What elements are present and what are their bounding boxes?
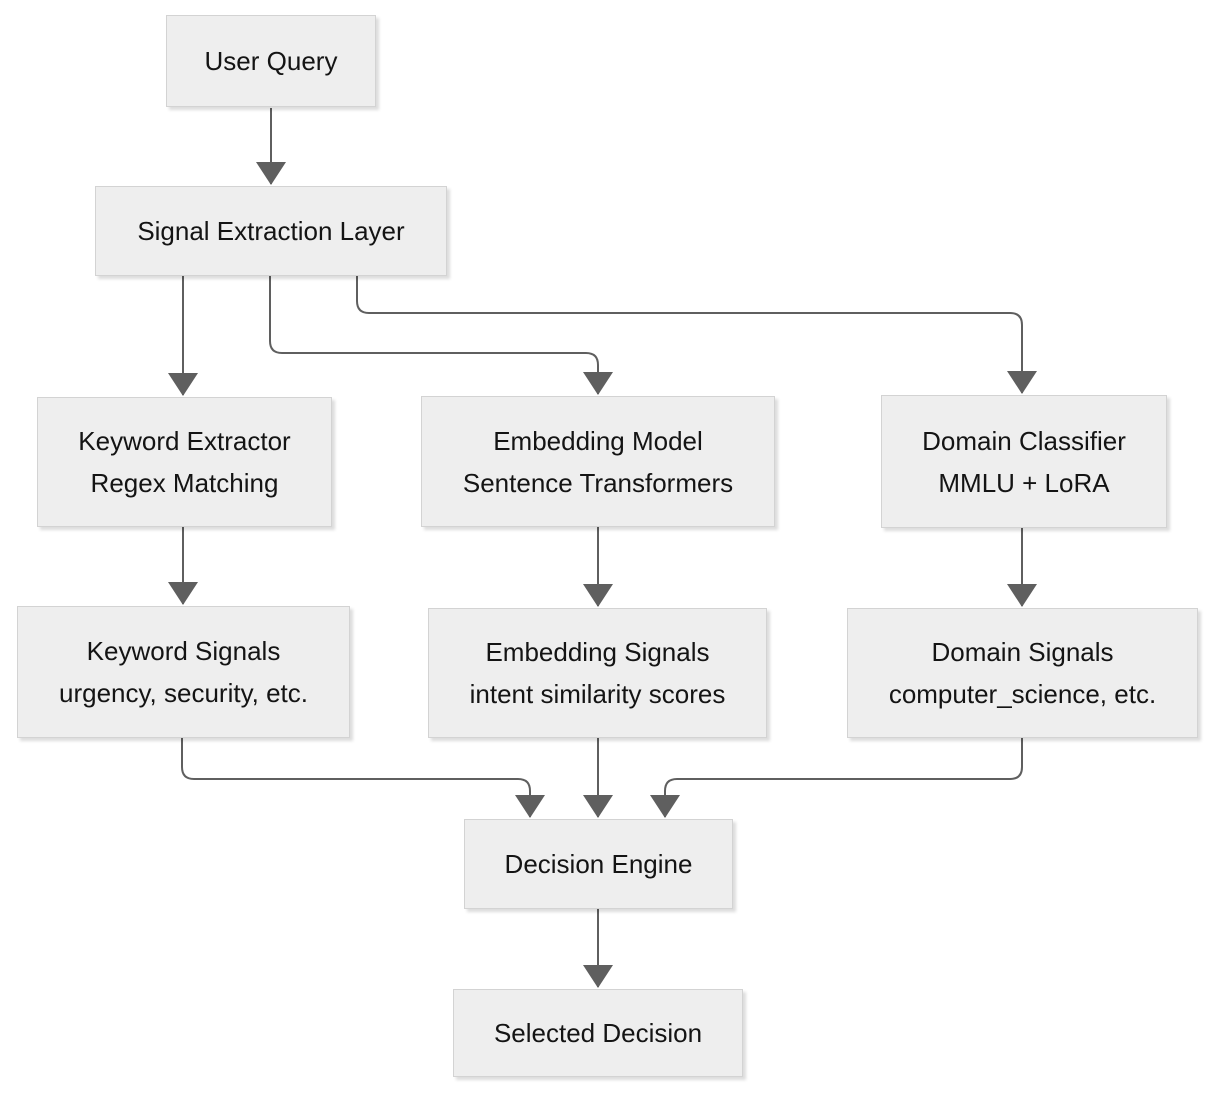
node-embedding-signals-subtitle: intent similarity scores (469, 679, 726, 709)
node-embedding-signals: Embedding Signals intent similarity scor… (428, 608, 767, 738)
node-keyword-signals-subtitle: urgency, security, etc. (58, 678, 309, 708)
node-signal-extraction-layer: Signal Extraction Layer (95, 186, 447, 276)
node-selected-decision: Selected Decision (453, 989, 743, 1077)
edge-signal-extraction-to-domain-classifier (356, 276, 1037, 394)
edge-domain-signals-to-decision-engine (650, 738, 1023, 818)
node-user-query: User Query (166, 15, 376, 107)
node-decision-engine-title: Decision Engine (504, 849, 693, 879)
node-keyword-extractor-title: Keyword Extractor (78, 426, 291, 456)
node-domain-signals-title: Domain Signals (931, 637, 1114, 667)
node-keyword-extractor: Keyword Extractor Regex Matching (37, 397, 332, 527)
edge-signal-extraction-to-embedding-model (269, 276, 613, 395)
node-selected-decision-title: Selected Decision (493, 1018, 703, 1048)
node-embedding-model-title: Embedding Model (493, 425, 703, 456)
node-domain-signals-subtitle: computer_science, etc. (888, 679, 1157, 709)
node-domain-classifier-title: Domain Classifier (922, 425, 1126, 456)
node-domain-classifier-subtitle: MMLU + LoRA (938, 467, 1110, 498)
node-domain-classifier: Domain Classifier MMLU + LoRA (881, 395, 1167, 528)
edge-keyword-signals-to-decision-engine (181, 738, 545, 818)
node-domain-signals: Domain Signals computer_science, etc. (847, 608, 1198, 738)
node-keyword-signals-title: Keyword Signals (86, 636, 281, 666)
node-embedding-model-subtitle: Sentence Transformers (462, 467, 734, 498)
node-signal-extraction-layer-title: Signal Extraction Layer (137, 216, 405, 246)
node-embedding-model: Embedding Model Sentence Transformers (421, 396, 775, 527)
node-embedding-signals-title: Embedding Signals (485, 637, 710, 667)
node-decision-engine: Decision Engine (464, 819, 733, 909)
node-user-query-title: User Query (204, 46, 338, 76)
node-keyword-signals: Keyword Signals urgency, security, etc. (17, 606, 350, 738)
node-keyword-extractor-subtitle: Regex Matching (90, 468, 279, 498)
